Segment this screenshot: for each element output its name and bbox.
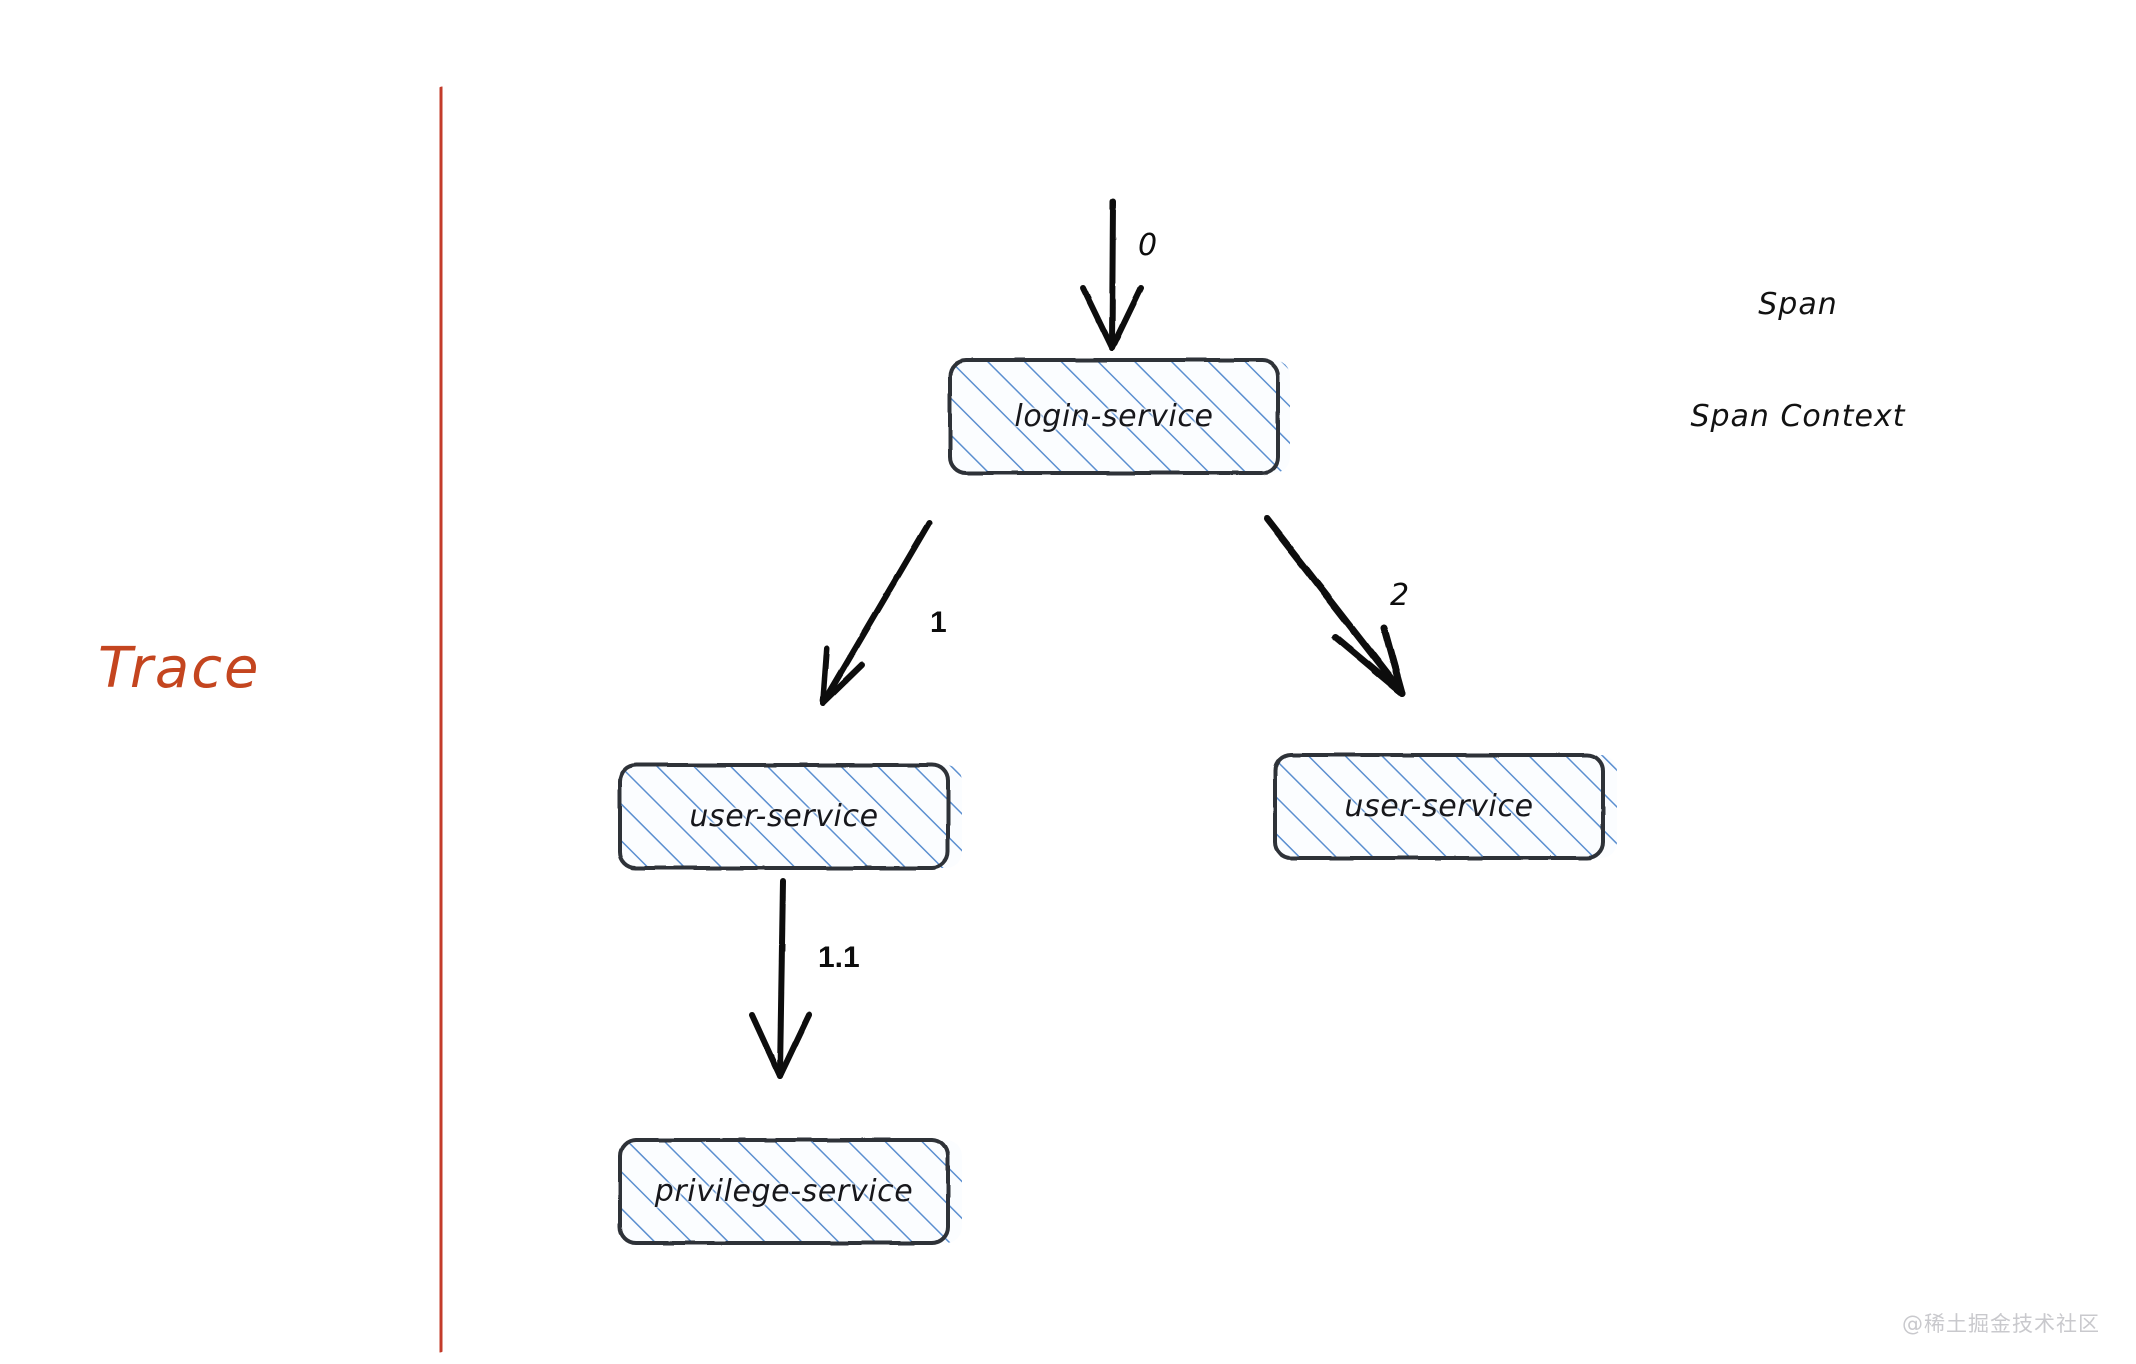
edge-1-1-arrow [749,878,812,1079]
edge-0-arrow [1080,198,1144,351]
trace-timeline-bar [435,86,447,1353]
node-login-service[interactable] [948,358,1290,475]
node-user-service-right[interactable] [1273,753,1617,860]
watermark: @稀土掘金技术社区 [1902,1312,2100,1336]
node-privilege-service[interactable] [618,1138,962,1245]
edge-1-arrow [820,520,932,706]
node-user-service-left[interactable] [618,763,962,870]
edge-2-arrow [1263,515,1406,697]
